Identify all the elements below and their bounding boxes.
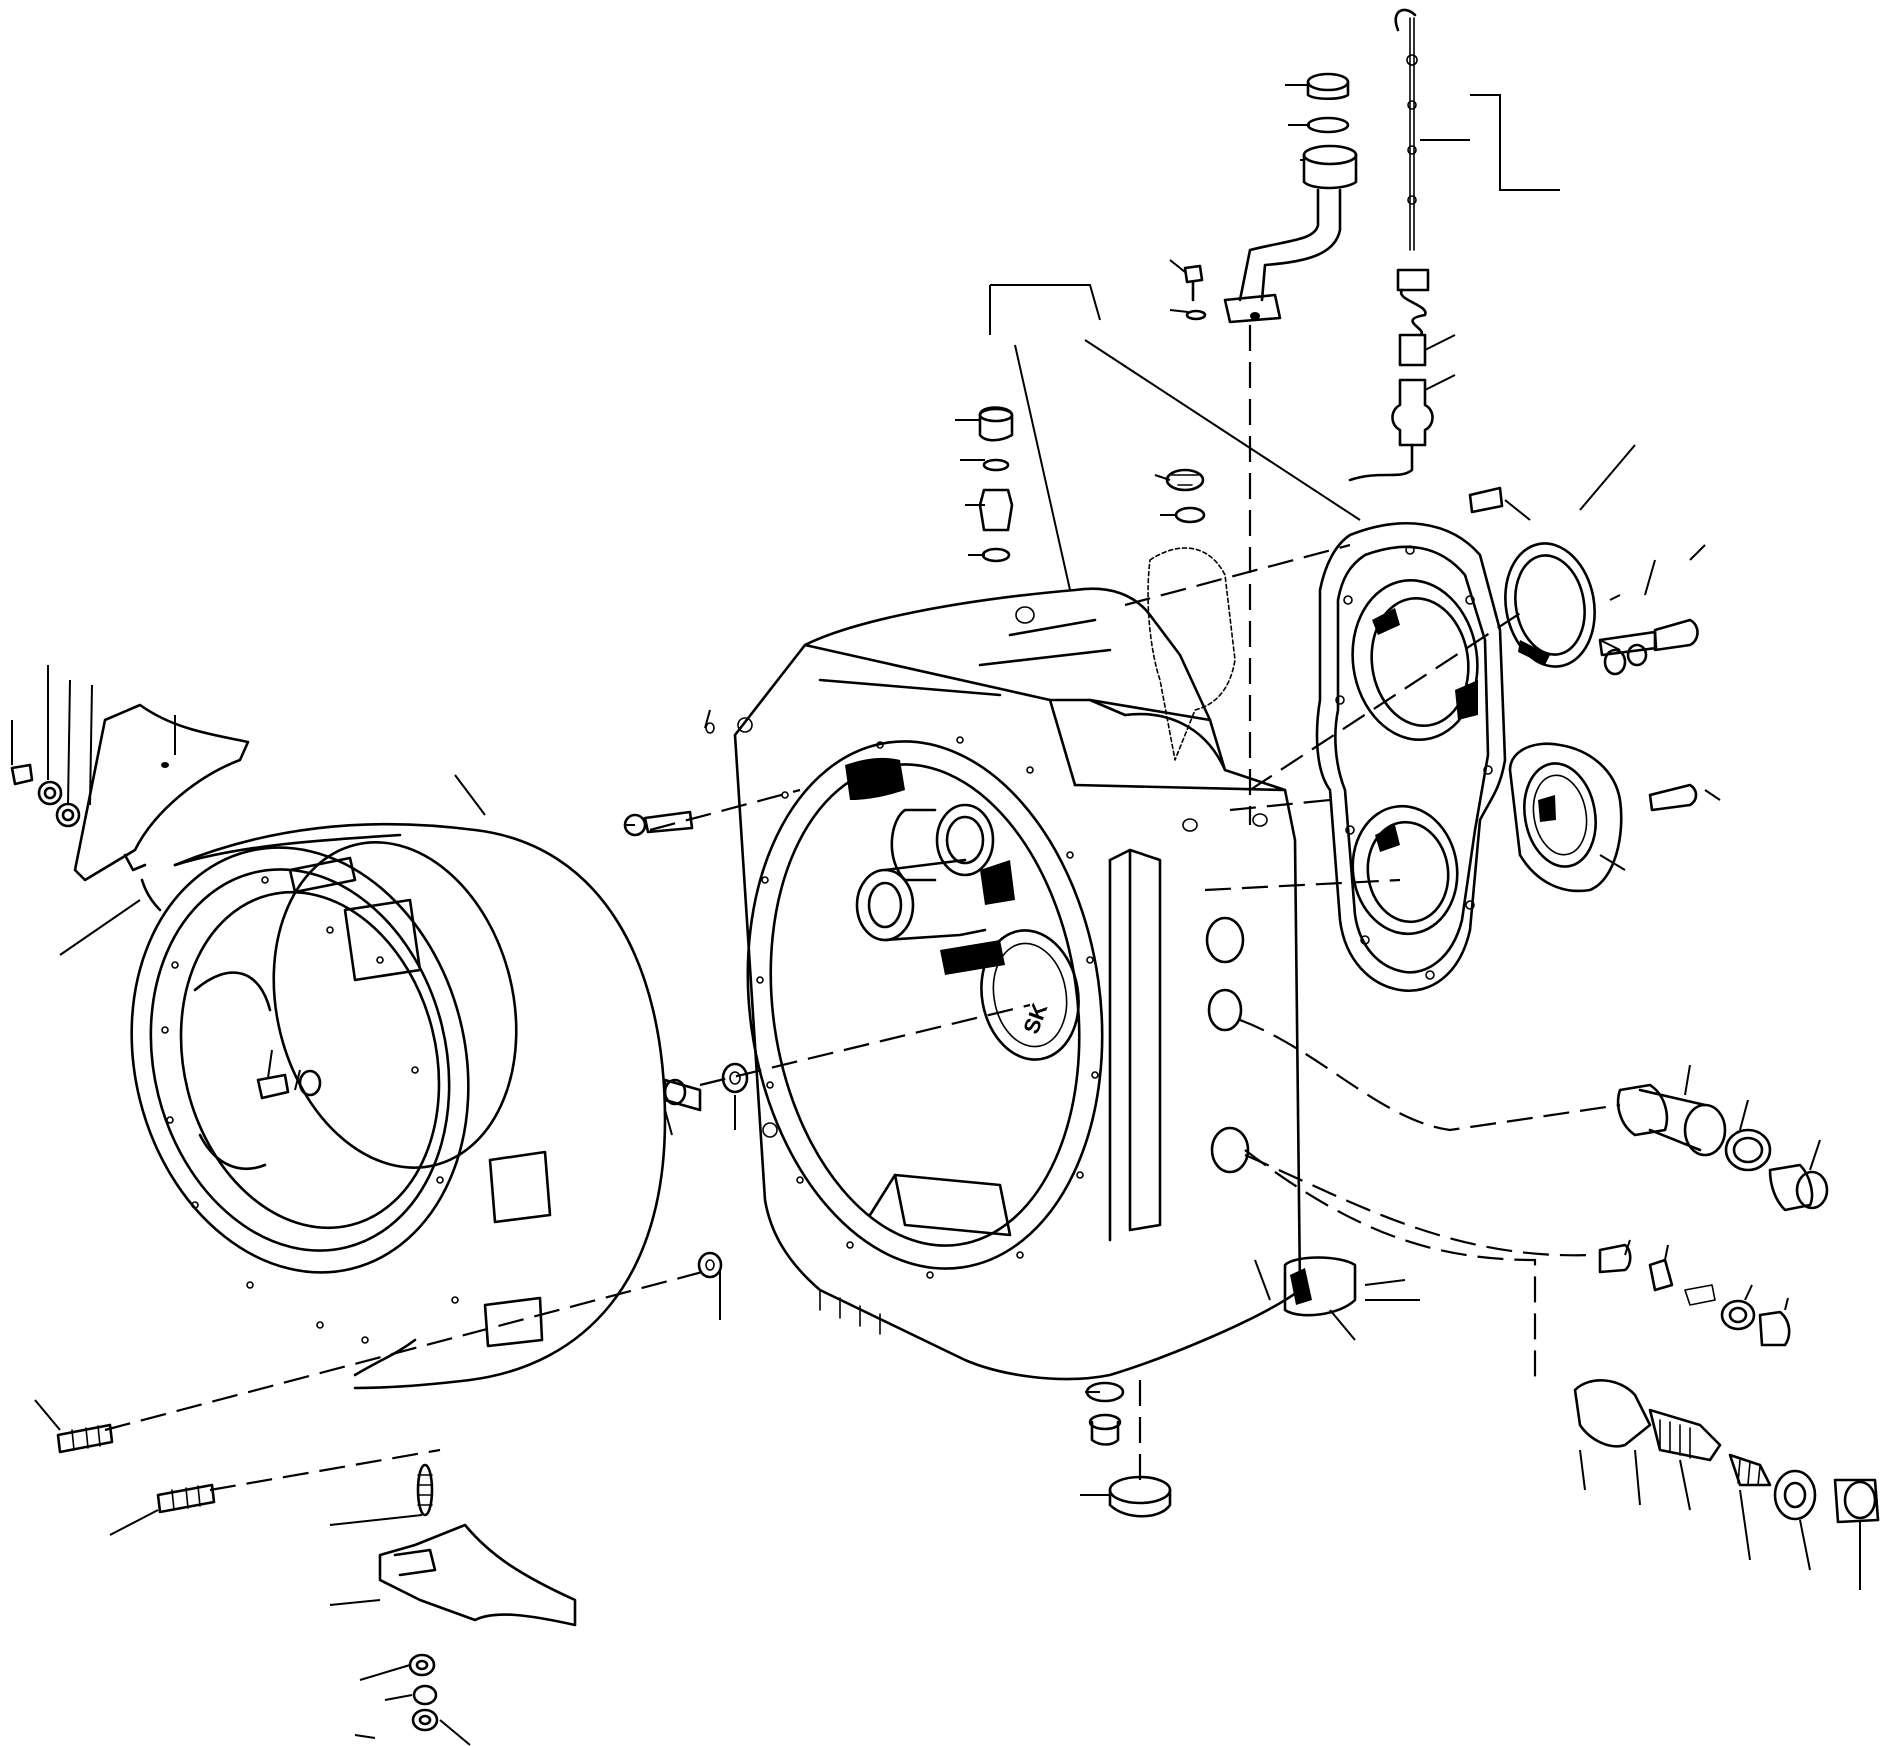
stamp-boss: SK bbox=[980, 929, 1080, 1061]
valve-assembly-upper bbox=[1616, 1083, 1829, 1212]
studs bbox=[56, 1423, 216, 1514]
oil-seal-upper bbox=[1504, 542, 1596, 668]
transmission-housing: SK bbox=[733, 587, 1357, 1381]
flywheel-housing-ring bbox=[130, 822, 667, 1390]
gasket bbox=[1147, 547, 1236, 761]
ring-bolt-holes bbox=[161, 876, 459, 1344]
lower-cover-plate bbox=[378, 1523, 577, 1627]
assembly-lines bbox=[104, 325, 1621, 1492]
lower-fasteners bbox=[408, 1463, 439, 1732]
housing-flange-bolt-holes bbox=[756, 736, 1099, 1279]
bearing-cover-lower bbox=[1508, 742, 1623, 893]
breather-plug-stack bbox=[978, 406, 1014, 563]
cover-bolts-right bbox=[1468, 486, 1699, 812]
upper-cover-plate bbox=[73, 703, 250, 912]
housing-stamp-label: SK bbox=[1018, 1000, 1052, 1037]
valve-assembly-middle bbox=[1598, 1243, 1791, 1347]
rear-cover-plate bbox=[1315, 522, 1507, 993]
drain-plug bbox=[1085, 1381, 1172, 1518]
ring-fasteners bbox=[256, 1069, 723, 1279]
callout-leaders bbox=[11, 84, 1861, 1746]
housing-front-bolts bbox=[623, 722, 749, 1112]
valve-assembly-lower bbox=[1573, 1379, 1880, 1524]
dipstick-assembly bbox=[1348, 8, 1434, 482]
filler-tube bbox=[1183, 72, 1358, 324]
